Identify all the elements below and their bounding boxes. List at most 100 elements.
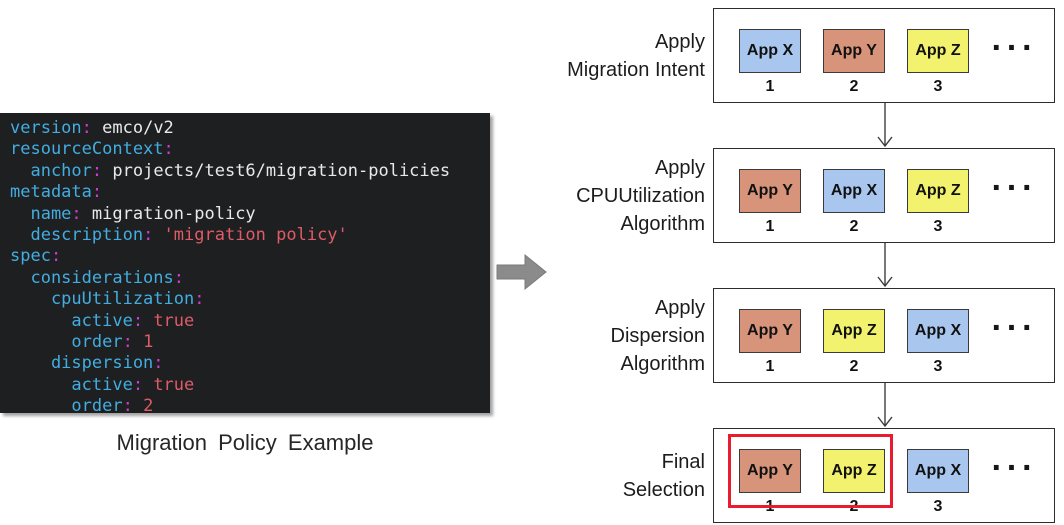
down-arrow-icon xyxy=(877,103,893,148)
app-rank: 3 xyxy=(933,218,943,235)
app-rank: 3 xyxy=(933,358,943,375)
code-line: dispersion: xyxy=(10,353,490,374)
app-name: App Y xyxy=(747,462,793,479)
app-column: App Z 3 xyxy=(907,169,969,236)
yaml-colon: : xyxy=(173,267,185,288)
yaml-key: metadata xyxy=(10,182,92,203)
yaml-value: projects/test6/migration-policies xyxy=(102,160,451,181)
yaml-key: description xyxy=(10,225,144,246)
code-line: anchor: projects/test6/migration-policie… xyxy=(10,161,490,182)
app-rank: 3 xyxy=(933,498,943,515)
code-line: order: 1 xyxy=(10,332,490,353)
yaml-key: resourceContext xyxy=(10,139,164,160)
yaml-code-lines: version: emco/v2 resourceContext: anchor… xyxy=(10,118,490,418)
app-rank: 1 xyxy=(765,218,775,235)
app-columns: App Y 1 App X 2 App Z 3 xyxy=(714,149,1054,242)
yaml-key: version xyxy=(10,118,82,138)
app-rank: 2 xyxy=(849,218,859,235)
code-line: spec: xyxy=(10,246,490,267)
app-name: App X xyxy=(914,462,962,479)
yaml-colon: : xyxy=(71,203,82,224)
stage-label-line: Migration Intent xyxy=(567,58,705,81)
stage-label-line: Apply xyxy=(654,156,705,179)
yaml-value: 1 xyxy=(132,332,154,353)
yaml-colon: : xyxy=(91,160,103,181)
app-name: App Z xyxy=(831,322,877,339)
code-line: cpuUtilization: xyxy=(10,289,490,310)
app-name: App Z xyxy=(915,42,961,59)
app-name: App Z xyxy=(831,462,877,479)
stage-label-line: Apply xyxy=(654,296,705,319)
yaml-colon: : xyxy=(132,374,144,395)
yaml-key: active xyxy=(10,310,133,331)
app-name: App Z xyxy=(915,182,961,199)
app-rank: 3 xyxy=(933,78,943,95)
app-name: App Y xyxy=(747,322,793,339)
code-line: active: true xyxy=(10,375,490,396)
app-column: App Z 2 xyxy=(823,309,885,376)
stage-box: App Y 1 App Z 2 App X 3 ... xyxy=(713,428,1055,523)
yaml-colon: : xyxy=(132,310,144,331)
ellipsis-label: ... xyxy=(991,25,1037,57)
down-arrow-icon xyxy=(877,383,893,428)
code-line: active: true xyxy=(10,311,490,332)
app-box: App X xyxy=(907,309,969,353)
yaml-key: order xyxy=(10,332,123,353)
stage-box: App Y 1 App X 2 App Z 3 ... xyxy=(713,148,1055,243)
yaml-value: 'migration policy' xyxy=(153,225,348,246)
yaml-value: migration-policy xyxy=(81,203,256,224)
app-box: App Y xyxy=(823,29,885,73)
yaml-key: order xyxy=(10,396,123,417)
yaml-key: anchor xyxy=(10,160,92,181)
app-rank: 1 xyxy=(765,78,775,95)
code-line: order: 2 xyxy=(10,396,490,417)
app-rank: 2 xyxy=(849,78,859,95)
stage-box: App X 1 App Y 2 App Z 3 ... xyxy=(713,8,1055,103)
app-column: App X 3 xyxy=(907,449,969,516)
app-box: App X xyxy=(907,449,969,493)
yaml-key: active xyxy=(10,374,133,395)
app-name: App X xyxy=(914,322,962,339)
code-line: description: 'migration policy' xyxy=(10,225,490,246)
yaml-colon: : xyxy=(194,289,205,310)
code-caption: Migration Policy Example xyxy=(116,430,374,455)
app-column: App Y 2 xyxy=(823,29,885,96)
selection-highlight xyxy=(728,434,893,508)
stage-label-line: Apply xyxy=(654,30,705,53)
app-name: App X xyxy=(746,42,794,59)
app-name: App X xyxy=(830,182,878,199)
app-column: App X 2 xyxy=(823,169,885,236)
app-box: App Z xyxy=(907,29,969,73)
stage-label-line: CPUUtilization xyxy=(576,184,705,207)
right-arrow-icon xyxy=(496,253,547,291)
app-box: App Z xyxy=(823,449,885,493)
code-line: resourceContext: xyxy=(10,139,490,160)
yaml-colon: : xyxy=(143,225,154,246)
stage-label-line: Selection xyxy=(622,478,705,501)
app-box: App Y xyxy=(739,449,801,493)
down-arrow-icon xyxy=(877,243,893,288)
app-name: App Y xyxy=(747,182,793,199)
yaml-key: cpuUtilization xyxy=(10,289,195,310)
app-column: App Y 1 xyxy=(739,309,801,376)
app-box: App Y xyxy=(739,309,801,353)
yaml-colon: : xyxy=(122,332,133,353)
yaml-colon: : xyxy=(163,139,174,160)
flow-arrow xyxy=(540,383,1055,428)
yaml-code-panel: version: emco/v2 resourceContext: anchor… xyxy=(0,113,490,416)
code-line: version: emco/v2 xyxy=(10,118,490,139)
yaml-key: considerations xyxy=(10,267,174,288)
yaml-key: dispersion xyxy=(10,353,154,374)
app-box: App Y xyxy=(739,169,801,213)
app-box: App Z xyxy=(823,309,885,353)
stage-label-line: Dispersion xyxy=(610,324,705,347)
app-box: App Z xyxy=(907,169,969,213)
ellipsis-label: ... xyxy=(991,165,1037,197)
yaml-value: emco/v2 xyxy=(91,118,174,138)
